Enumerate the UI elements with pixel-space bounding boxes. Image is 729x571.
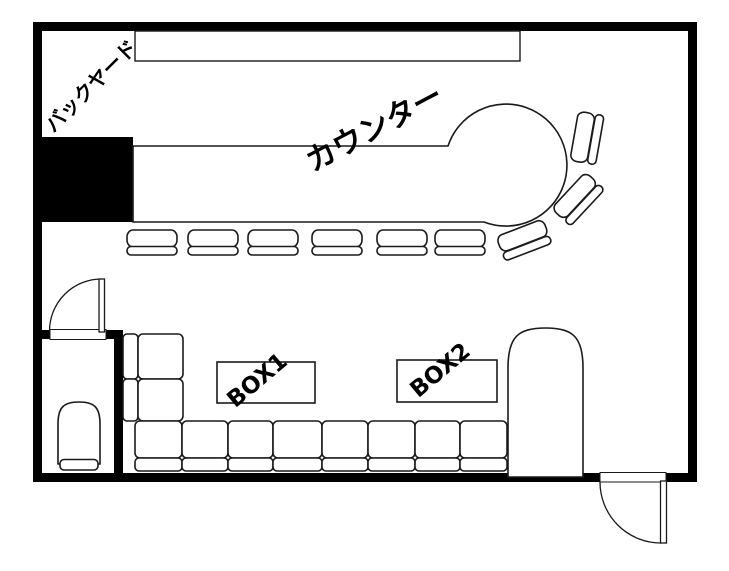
sofa-backrest xyxy=(321,457,369,472)
back-shelf xyxy=(134,30,521,62)
counter-stool xyxy=(376,229,428,256)
box2-table xyxy=(396,359,498,403)
counter-stool xyxy=(434,229,486,256)
counter-end-chairs xyxy=(497,111,605,261)
sofa-backrest xyxy=(134,457,183,472)
sofa-seat xyxy=(227,420,274,459)
sofa-backrest xyxy=(367,457,416,472)
sofa-seat xyxy=(414,420,461,459)
sofa-backrest xyxy=(181,457,229,472)
counter-stool xyxy=(311,229,363,256)
sofa-seat xyxy=(137,333,184,380)
counter xyxy=(132,103,568,227)
cabinet xyxy=(507,327,584,478)
sofa-side xyxy=(122,333,184,422)
sofa-backrest xyxy=(414,457,461,472)
restroom-walls xyxy=(41,329,123,474)
counter-stools xyxy=(126,229,486,256)
entrance-door xyxy=(599,472,668,544)
restroom-door-threshold xyxy=(49,329,107,340)
restroom-door xyxy=(48,278,106,333)
counter-stool xyxy=(247,229,299,256)
sofa-seat xyxy=(321,420,369,459)
sofa-backrest xyxy=(122,333,139,380)
entrance-door-leaf xyxy=(659,480,668,544)
sofa-backrest xyxy=(122,378,139,422)
entrance-threshold xyxy=(599,472,667,483)
counter-stool xyxy=(187,229,239,256)
box1-table xyxy=(216,361,316,404)
service-counter-block xyxy=(41,137,133,222)
sofa-seat xyxy=(134,420,183,459)
sofa-seat xyxy=(367,420,416,459)
counter-chair xyxy=(570,111,605,166)
sofa-seat xyxy=(137,378,184,422)
sofa-backrest xyxy=(227,457,274,472)
counter-chair xyxy=(553,173,604,226)
sofa-seat xyxy=(272,420,323,459)
restroom-door-leaf xyxy=(98,278,106,333)
counter-stool xyxy=(126,229,178,256)
sofa-bottom xyxy=(134,420,508,472)
counter-chair xyxy=(497,219,552,261)
toilet xyxy=(57,401,101,471)
sofa-backrest xyxy=(272,457,323,472)
sofa-seat xyxy=(459,420,508,459)
sofa-seat xyxy=(181,420,229,459)
sofa-backrest xyxy=(459,457,508,472)
